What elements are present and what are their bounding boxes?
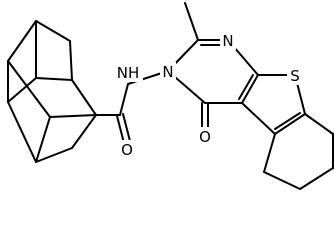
label-background [287,66,303,85]
cyclohexene-ring [263,113,334,190]
double-bond [241,74,259,104]
chemical-structure: NH N N S O O [7,2,334,190]
bond [71,79,97,116]
double-bond [122,113,131,142]
bond [241,102,276,135]
amide-nh-label: NH [117,64,140,82]
label-background [113,63,143,82]
double-bond [238,74,254,100]
amide-carbonyl-oxygen-label: O [121,141,133,159]
double-bond [116,115,125,144]
bond [7,77,37,103]
methyl-bond [184,2,199,41]
atom-labels: NH N N S O O [113,31,303,159]
bond [71,114,97,149]
bond [119,83,129,116]
sulfur-label: S [290,67,300,85]
bond [299,167,334,190]
ring-n-top-label: N [222,32,233,50]
label-background [197,127,213,146]
bond [35,147,73,163]
double-bond [274,112,301,130]
bond [263,171,301,190]
bond [263,133,276,173]
bond [35,77,73,81]
ring-n-left-label: N [162,63,173,81]
label-background [119,140,135,159]
bond [49,114,97,118]
bond [7,101,37,163]
double-bond [274,113,306,135]
bond [35,116,51,163]
bond [304,113,334,135]
bond [69,40,73,81]
label-background [220,31,236,50]
label-background [160,62,176,81]
bond [35,20,71,42]
bond [7,60,51,118]
adamantane-cage [7,20,97,163]
bond [7,20,37,62]
pyrimidinone-ring [167,2,259,131]
ring-carbonyl-oxygen-label: O [199,128,211,146]
